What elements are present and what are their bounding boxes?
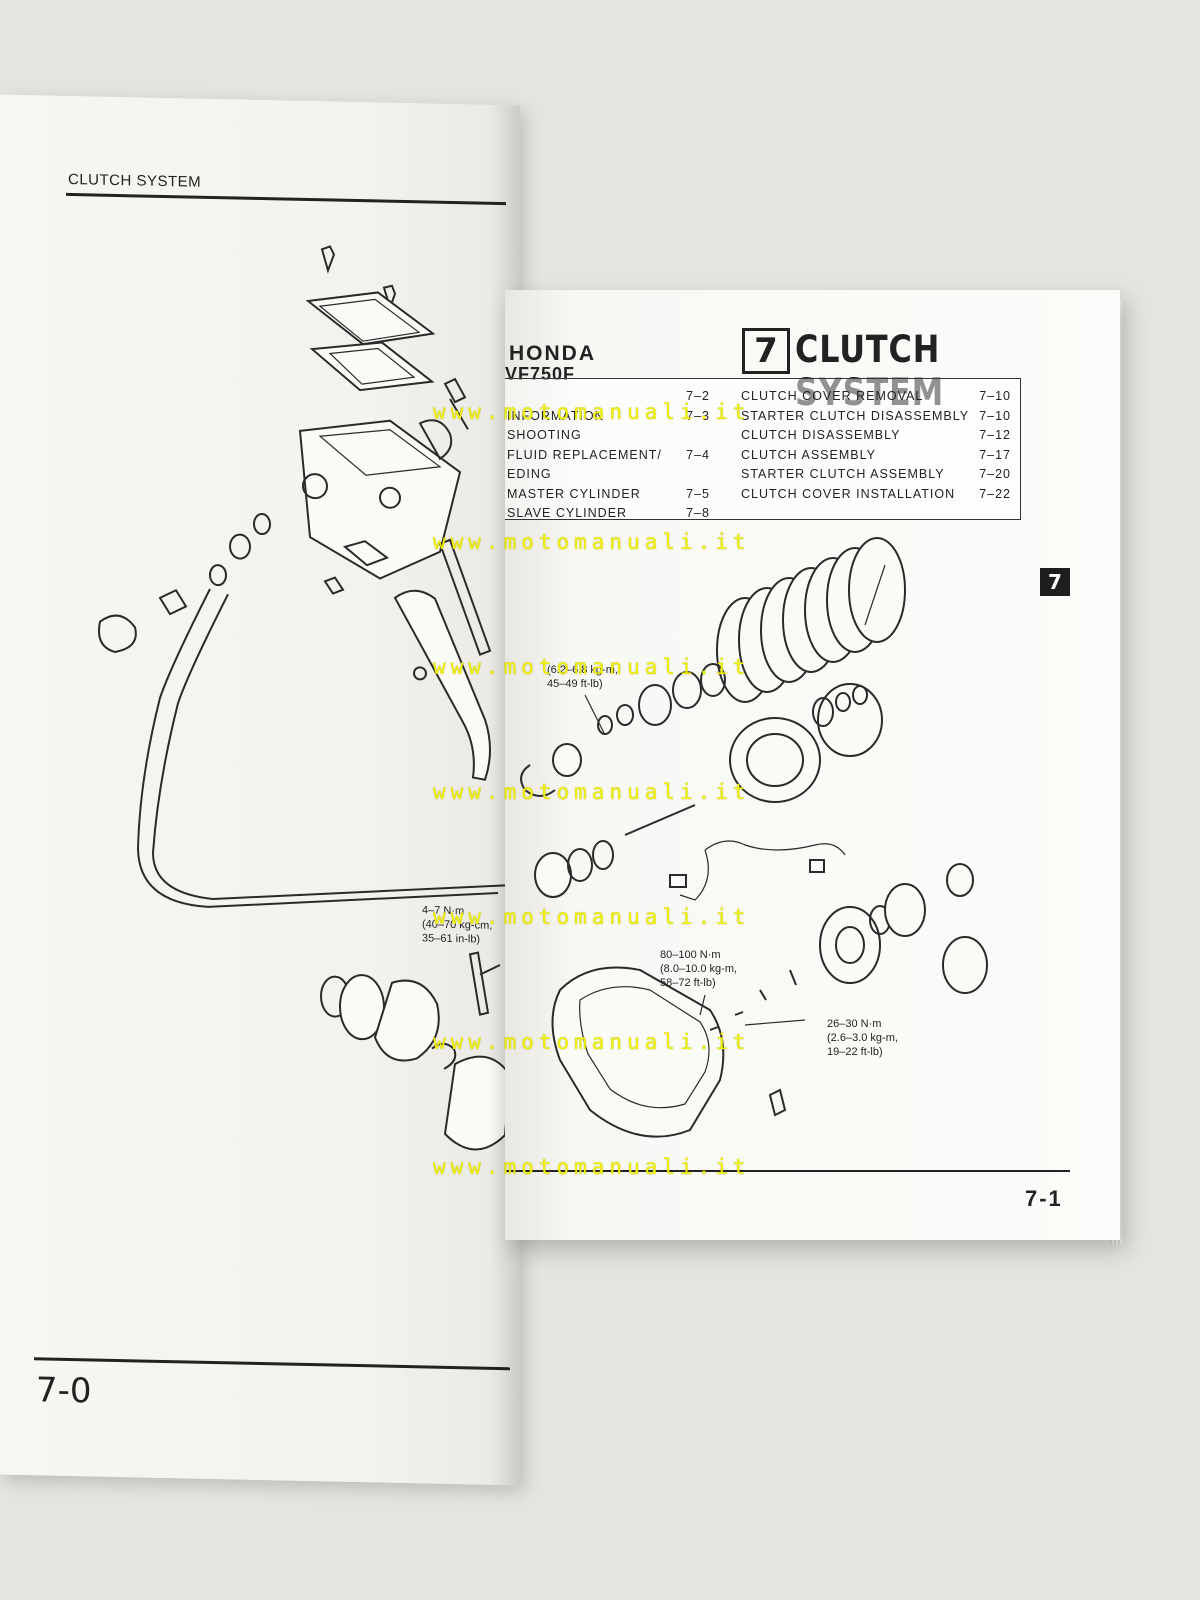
toc-item[interactable]: EDING xyxy=(507,467,552,481)
watermark-text: www.motomanuali.it xyxy=(433,1030,751,1054)
master-cylinder-diagram xyxy=(98,245,512,1151)
left-page: CLUTCH SYSTEM xyxy=(0,94,520,1486)
chapter-number-box: 7 xyxy=(742,328,790,374)
chapter-tab: 7 xyxy=(1040,568,1070,596)
torque-label-locknut: (6.2–6.8 kg-m, 45–49 ft-lb) xyxy=(547,664,618,690)
toc-item[interactable]: 7–2 xyxy=(686,389,710,403)
watermark-text: www.motomanuali.it xyxy=(433,400,751,424)
toc-item[interactable]: SHOOTING xyxy=(507,428,582,442)
watermark-text: www.motomanuali.it xyxy=(433,655,751,679)
watermark-text: www.motomanuali.it xyxy=(433,905,751,929)
torque-label-starter: 80–100 N·m (8.0–10.0 kg-m, 58–72 ft-lb) xyxy=(660,949,738,989)
toc-item[interactable]: FLUID REPLACEMENT/7–4 xyxy=(507,447,710,462)
brand-name: HONDA xyxy=(509,342,596,365)
watermark-text: www.motomanuali.it xyxy=(433,780,751,804)
watermark-text: www.motomanuali.it xyxy=(433,530,751,554)
torque-label-cover-bolt: 26–30 N·m (2.6–3.0 kg-m, 19–22 ft-lb) xyxy=(827,1018,898,1058)
right-page-number: 7-1 xyxy=(1025,1186,1063,1211)
watermark-text: www.motomanuali.it xyxy=(433,1155,751,1179)
right-page: HONDA VF750F 7 CLUTCH SYSTEM 7–2 INFORMA… xyxy=(505,290,1120,1240)
clutch-assembly-diagram xyxy=(520,537,988,1138)
footer-rule xyxy=(505,1170,1070,1172)
left-page-number: 7-0 xyxy=(36,1370,92,1412)
